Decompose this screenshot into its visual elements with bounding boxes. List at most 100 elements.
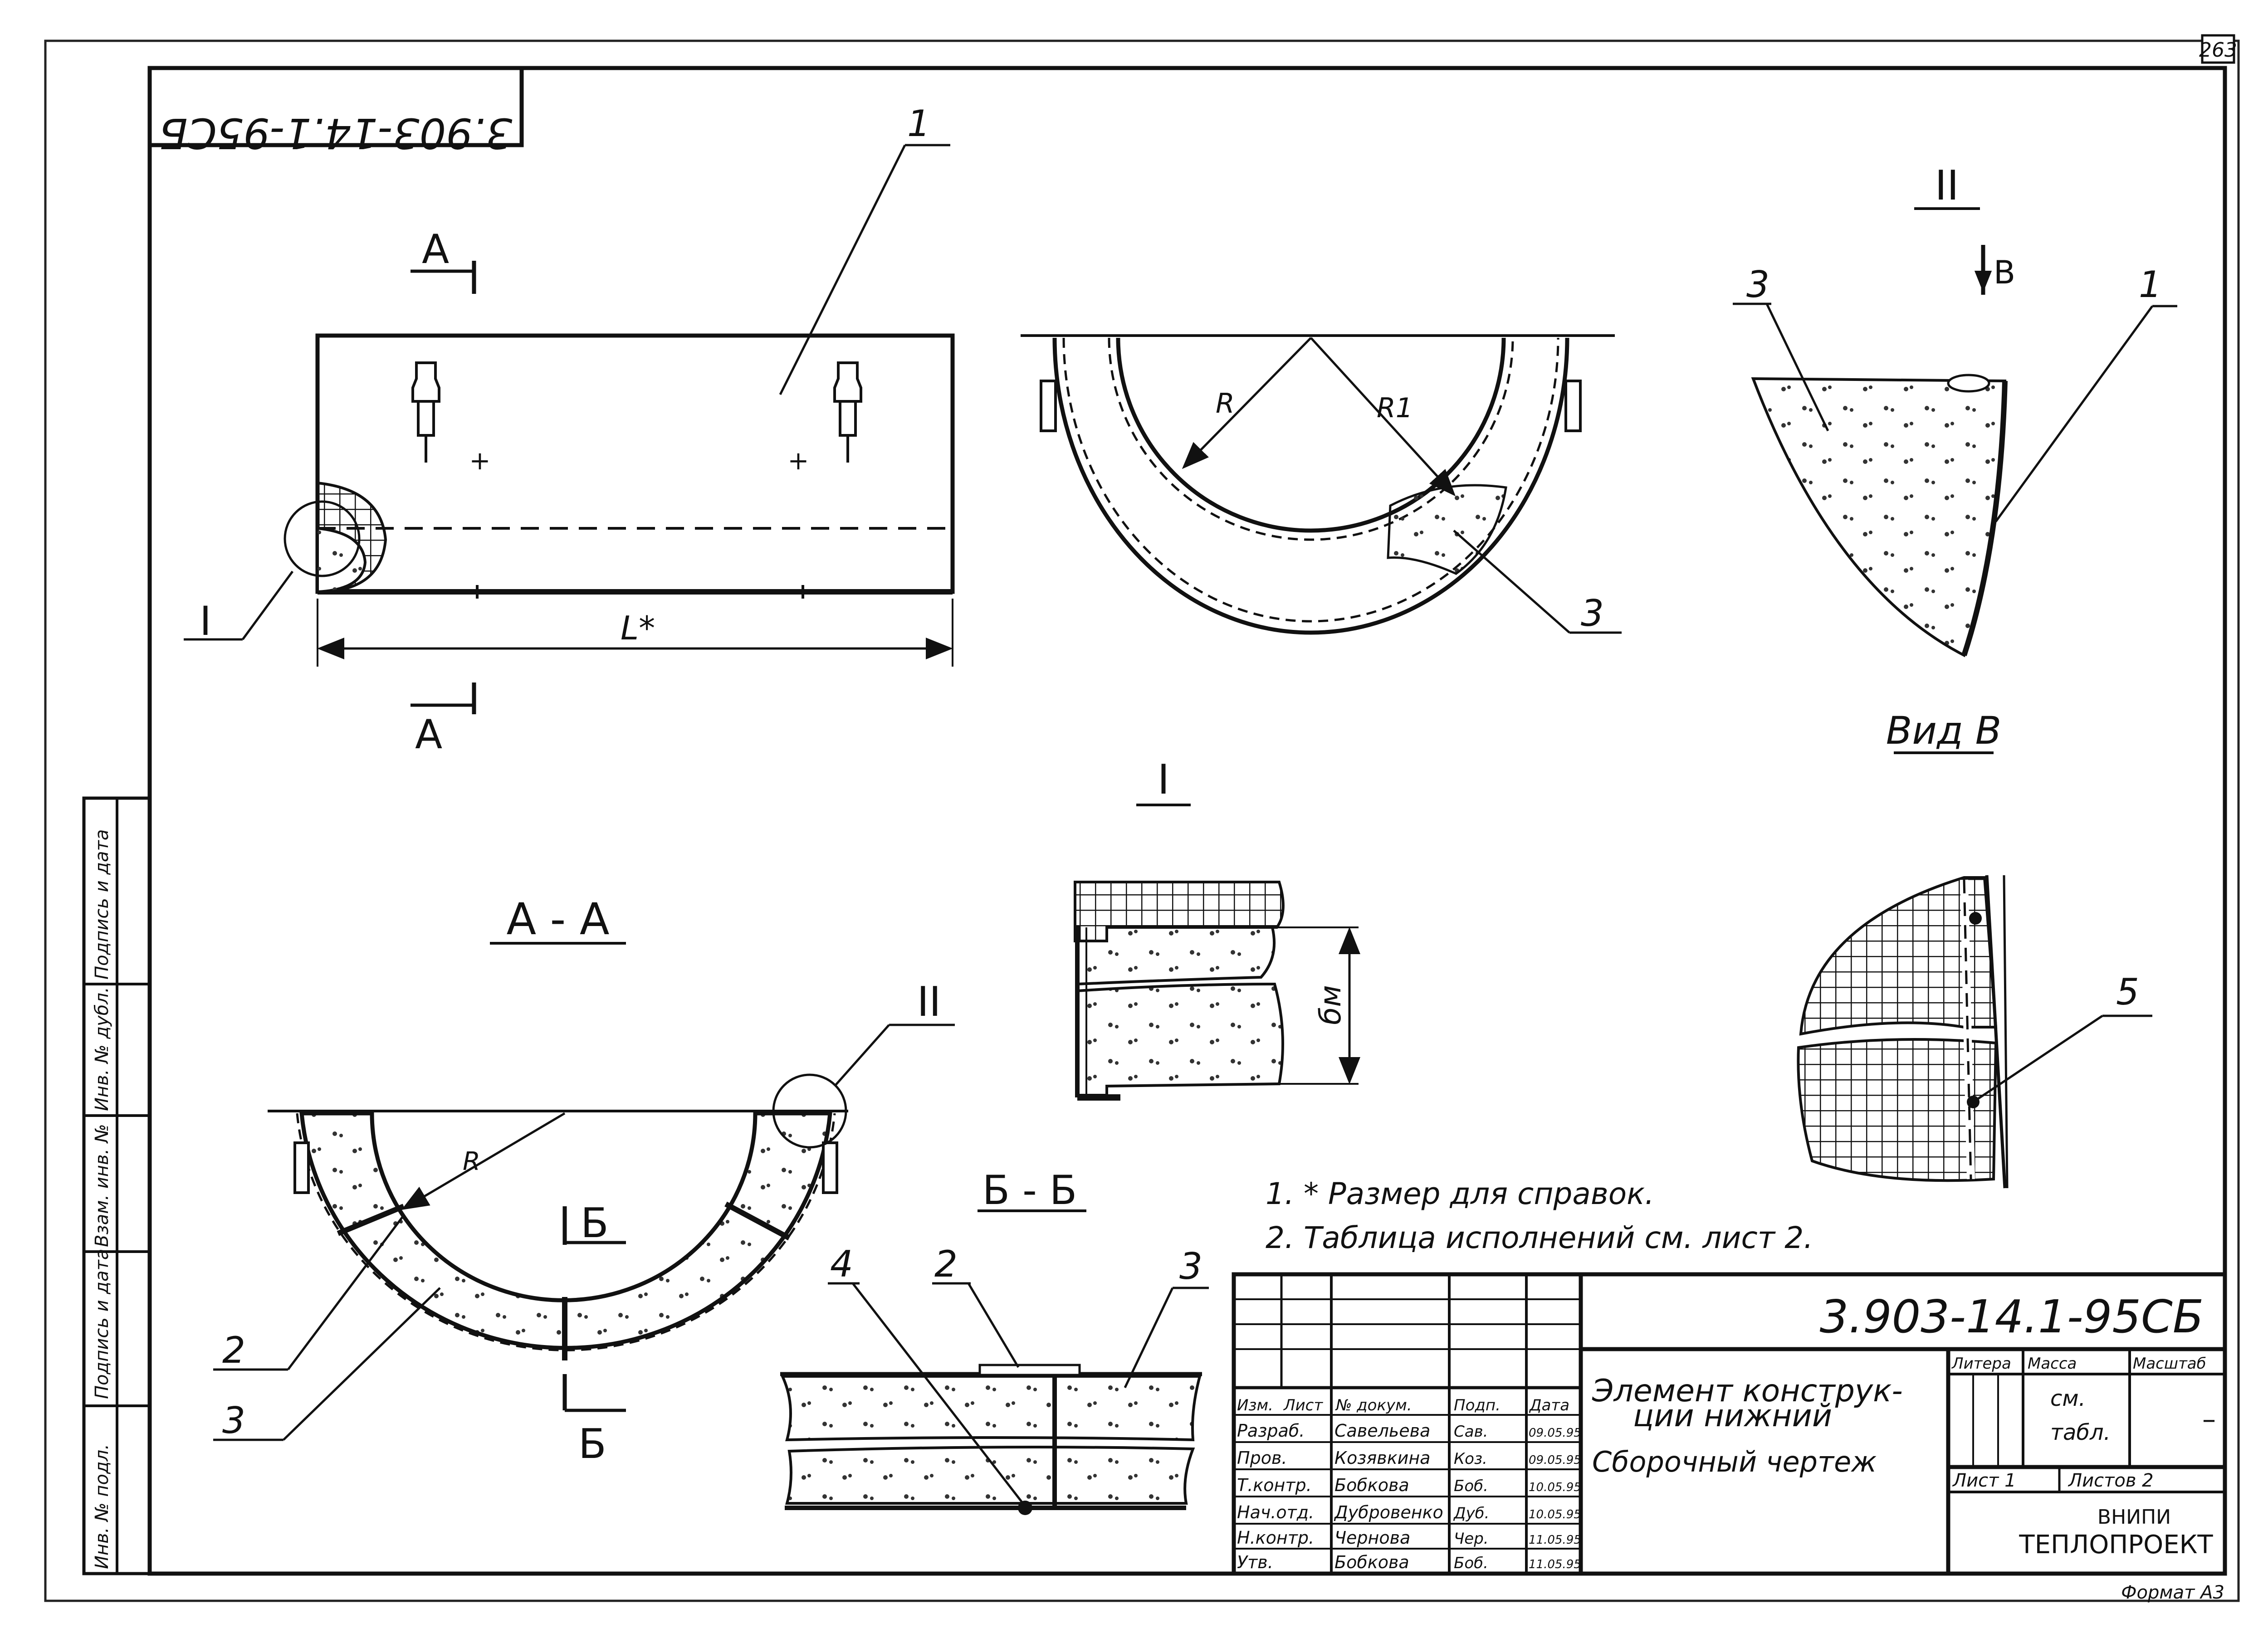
end-radius-outer: R1 xyxy=(1377,392,1413,424)
note-1: 1. * Размер для справок. xyxy=(1266,1176,1654,1211)
tb-doc-code: 3.903-14.1-95СБ xyxy=(1820,1290,2204,1343)
tb-name: Козявкина xyxy=(1334,1448,1430,1468)
end-radius-inner: R xyxy=(1216,388,1235,419)
page-number-box: 263 xyxy=(2199,34,2237,64)
tb-row-3: Нач.отд. Дубровенко Дуб. 10.05.95 xyxy=(1237,1502,1581,1522)
tb-header-izm: Изм. xyxy=(1237,1396,1273,1414)
svg-text:+: + xyxy=(469,446,491,476)
title-block: Изм. Лист № докум. Подп. Дата Разраб. Са… xyxy=(1232,1272,2227,1576)
tb-sign: Сав. xyxy=(1454,1423,1488,1441)
tb-date: 10.05.95 xyxy=(1529,1508,1581,1521)
tb-sign: Боб. xyxy=(1454,1477,1488,1495)
side-stamp: Инв. № подл. Подпись и дата Взам. инв. №… xyxy=(82,796,152,1575)
tb-role: Т.контр. xyxy=(1237,1475,1312,1495)
note-2: 2. Таблица исполнений см. лист 2. xyxy=(1266,1220,1813,1255)
tb-header-list: Лист xyxy=(1283,1396,1323,1414)
tb-date: 10.05.95 xyxy=(1529,1481,1581,1494)
tb-row-1: Пров. Козявкина Коз. 09.05.95 xyxy=(1237,1448,1581,1468)
section-bb-callout-3: 3 xyxy=(1179,1245,1202,1287)
tb-sheets-label: Листов 2 xyxy=(2068,1470,2154,1491)
view-b-title: Вид В xyxy=(1886,708,2002,753)
section-aa-title: А - А xyxy=(506,894,609,945)
side-stamp-field-4: Подпись и дата xyxy=(92,829,112,980)
tb-name: Бобкова xyxy=(1334,1475,1409,1495)
tb-header-sign: Подп. xyxy=(1454,1396,1501,1414)
bolt-left xyxy=(411,361,440,463)
section-aa-detail-ref: II xyxy=(917,978,941,1026)
detail-2-title: II xyxy=(1935,162,1959,210)
end-view: R R1 3 xyxy=(1021,334,1622,635)
tb-scale-value: – xyxy=(2202,1404,2216,1435)
tb-mass-label: Масса xyxy=(2028,1355,2077,1373)
tb-name-line2: ции нижний xyxy=(1633,1398,1832,1434)
section-mark-bottom: А xyxy=(415,711,442,758)
tb-header-date: Дата xyxy=(1529,1396,1569,1414)
tb-name: Бобкова xyxy=(1334,1552,1409,1572)
bolt-right xyxy=(833,361,862,463)
detail-2-callout-1: 1 xyxy=(2139,263,2162,306)
section-aa-cut-bottom: Б xyxy=(578,1420,606,1468)
tb-sign: Боб. xyxy=(1454,1554,1488,1572)
dimension-length: L* xyxy=(621,609,655,647)
side-stamp-field-1: Подпись и дата xyxy=(92,1249,112,1399)
end-callout-3: 3 xyxy=(1581,592,1604,634)
tb-scale-label: Масштаб xyxy=(2133,1355,2206,1373)
tb-mass-value-2: табл. xyxy=(2050,1420,2111,1445)
detail-2-view: II В 3 1 xyxy=(1733,162,2177,658)
tb-name-line1: Элемент конструк- xyxy=(1592,1373,1903,1409)
tb-date: 11.05.95 xyxy=(1529,1533,1581,1547)
main-view: + + L* А А 1 I xyxy=(184,102,955,758)
tb-sign: Коз. xyxy=(1454,1450,1487,1468)
tb-name: Дубровенко xyxy=(1334,1502,1443,1522)
main-callout-detail: I xyxy=(200,598,211,644)
section-aa-callout-3: 3 xyxy=(222,1399,245,1442)
section-bb-callout-2: 2 xyxy=(934,1243,958,1285)
tb-mass-value-1: см. xyxy=(2050,1386,2086,1411)
detail-2-callout-3: 3 xyxy=(1746,263,1769,306)
notes: 1. * Размер для справок. 2. Таблица испо… xyxy=(1266,1176,1813,1255)
section-mark-top: А xyxy=(422,226,449,273)
detail-1-title: I xyxy=(1158,756,1170,804)
tb-row-4: Н.контр. Чернова Чер. 11.05.95 xyxy=(1237,1528,1581,1548)
tb-sheet-label: Лист 1 xyxy=(1952,1470,2016,1491)
section-bb-callout-4: 4 xyxy=(830,1243,853,1285)
tb-role: Утв. xyxy=(1237,1552,1273,1572)
tb-date: 09.05.95 xyxy=(1529,1426,1581,1440)
side-stamp-field-2: Взам. инв. № xyxy=(92,1124,112,1247)
view-b-callout-5: 5 xyxy=(2116,971,2139,1013)
section-aa-radius: R xyxy=(463,1147,480,1176)
side-stamp-field-3: Инв. № дубл. xyxy=(92,987,112,1111)
mirrored-code-box: 3.903-14.1-95СБ xyxy=(147,66,524,157)
section-aa: А - А R II Б Б 2 3 xyxy=(213,894,955,1468)
tb-name: Савельева xyxy=(1334,1421,1430,1441)
tb-row-0: Разраб. Савельева Сав. 09.05.95 xyxy=(1237,1421,1581,1441)
tb-date: 09.05.95 xyxy=(1529,1453,1581,1467)
tb-role: Н.контр. xyxy=(1237,1528,1314,1548)
tb-role: Пров. xyxy=(1237,1448,1287,1468)
detail-1-dimension: бм xyxy=(1314,985,1348,1025)
detail-1-view: I бм xyxy=(1074,756,1360,1101)
tb-date: 11.05.95 xyxy=(1529,1558,1581,1571)
tb-litera-label: Литера xyxy=(1951,1355,2011,1373)
side-stamp-field-0: Инв. № подл. xyxy=(92,1444,112,1569)
mirrored-drawing-code: 3.903-14.1-95СБ xyxy=(159,109,512,157)
section-aa-callout-2: 2 xyxy=(222,1329,245,1371)
tb-row-2: Т.контр. Бобкова Боб. 10.05.95 xyxy=(1237,1475,1581,1495)
tb-name-line3: Сборочный чертеж xyxy=(1592,1445,1877,1478)
tb-org-line2: ТЕПЛОПРОЕКТ xyxy=(2019,1530,2213,1560)
tb-role: Разраб. xyxy=(1237,1421,1305,1441)
tb-org-line1: ВНИПИ xyxy=(2097,1506,2171,1529)
tb-role: Нач.отд. xyxy=(1237,1502,1314,1522)
format-label: Формат А3 xyxy=(2121,1582,2224,1603)
detail-2-view-arrow: В xyxy=(1994,254,2015,291)
section-aa-cut-top: Б xyxy=(581,1199,609,1247)
view-b: Вид В 5 xyxy=(1797,708,2152,1189)
tb-header-doc: № докум. xyxy=(1335,1396,1412,1414)
tb-row-5: Утв. Бобкова Боб. 11.05.95 xyxy=(1237,1552,1581,1572)
tb-name: Чернова xyxy=(1334,1528,1410,1548)
section-bb: Б - Б 4 2 3 xyxy=(780,1167,1209,1515)
tb-sign: Чер. xyxy=(1454,1530,1489,1548)
section-bb-title: Б - Б xyxy=(982,1167,1077,1214)
